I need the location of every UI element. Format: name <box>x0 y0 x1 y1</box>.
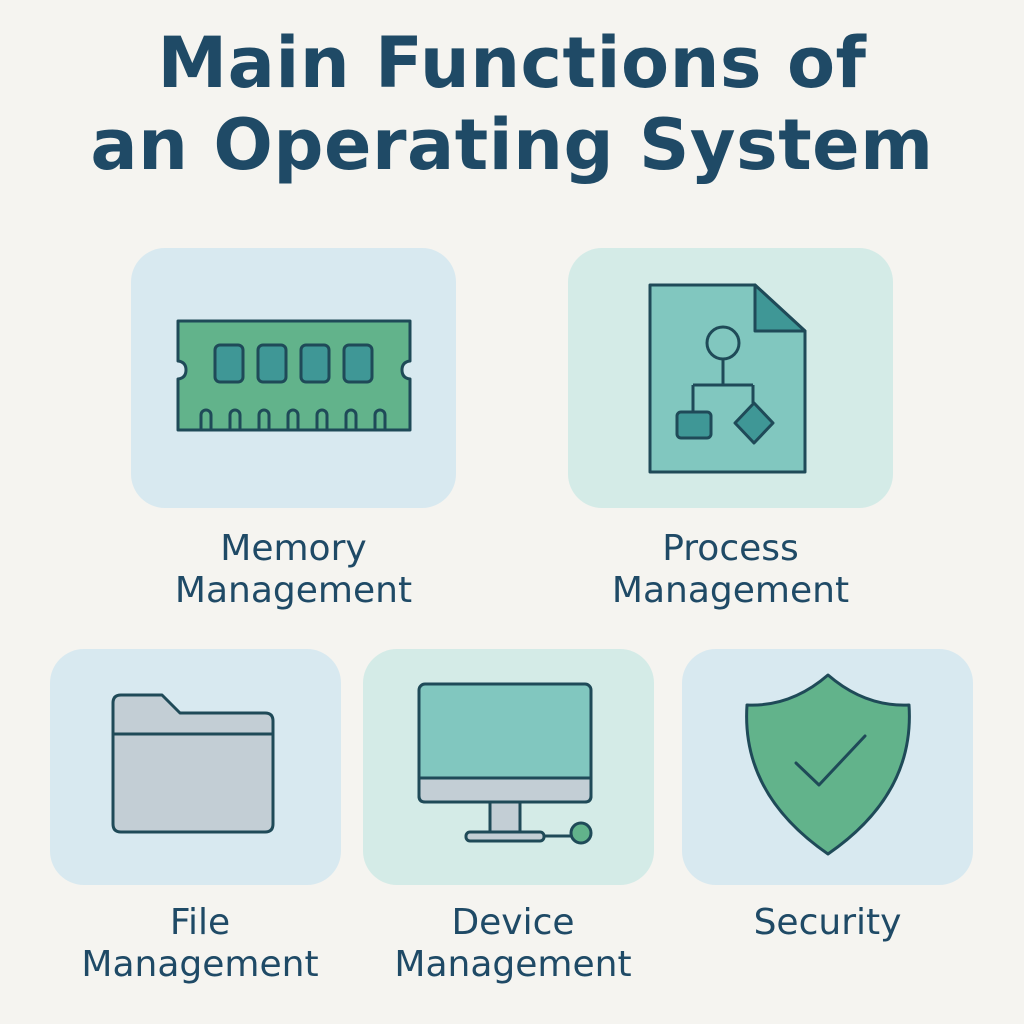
device-label-line-2: Management <box>394 944 632 985</box>
file-label-line-2: Management <box>81 944 319 985</box>
folder-icon <box>111 693 275 834</box>
memory-module-icon <box>176 319 412 432</box>
memory-label-line-1: Memory <box>220 528 367 569</box>
process-label-line-1: Process <box>662 528 799 569</box>
security-card <box>682 649 973 885</box>
title-line-1: Main Functions of <box>157 22 867 104</box>
file-label-line-1: File <box>169 902 231 943</box>
device-management-card <box>363 649 654 885</box>
memory-management-label: Memory Management <box>131 528 456 612</box>
process-flowchart-document-icon <box>648 283 807 474</box>
process-management-card <box>568 248 893 508</box>
process-label-line-2: Management <box>611 570 850 611</box>
device-label-line-1: Device <box>451 902 575 943</box>
computer-monitor-icon <box>417 682 593 845</box>
security-label: Security <box>682 902 973 944</box>
memory-management-card <box>131 248 456 508</box>
file-management-label: File Management <box>50 902 350 986</box>
shield-check-icon <box>745 673 911 856</box>
security-label-line-1: Security <box>753 902 902 943</box>
page-title: Main Functions of an Operating System <box>0 22 1024 186</box>
file-management-card <box>50 649 341 885</box>
device-management-label: Device Management <box>363 902 663 986</box>
process-management-label: Process Management <box>568 528 893 612</box>
title-line-2: an Operating System <box>90 104 934 186</box>
memory-label-line-2: Management <box>174 570 413 611</box>
